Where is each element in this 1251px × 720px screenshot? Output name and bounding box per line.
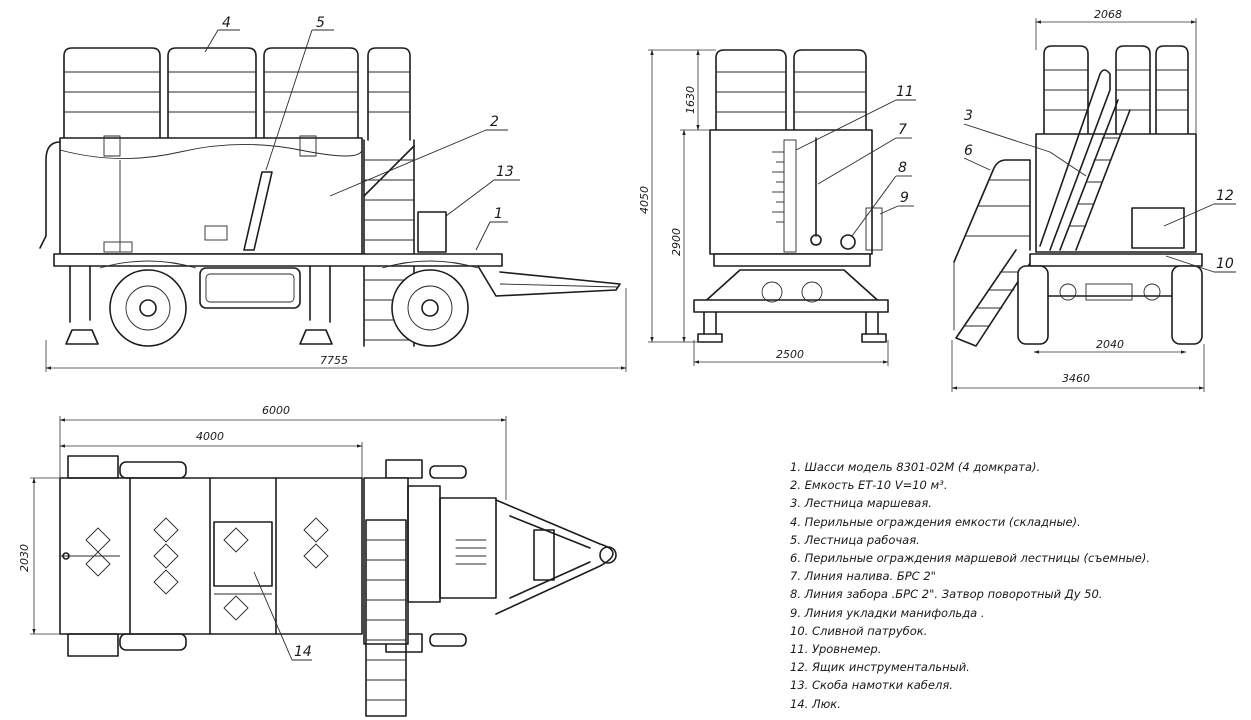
dim-plan-length: 6000 [262, 404, 290, 417]
legend-item: 11. Уровнемер. [790, 642, 882, 657]
legend-item: 9. Линия укладки манифольда . [790, 605, 985, 620]
side-view: 7755 [39, 47, 627, 372]
plan-ladder [363, 477, 497, 717]
rear-view: 2068 2040 3460 [951, 8, 1205, 392]
plan-drawbar [495, 499, 617, 615]
legend-item: 8. Линия забора .БРС 2". Затвор поворотн… [790, 587, 1103, 602]
dim-rear-top-width: 2068 [1094, 8, 1122, 21]
rear-railings [1043, 45, 1189, 135]
front-chassis [693, 253, 889, 343]
legend-item: 1. Шасси модель 8301-02М (4 домкрата). [790, 460, 1041, 474]
rear-callouts: 3 6 12 10 [963, 108, 1236, 273]
legend-item: 14. Люк. [790, 696, 841, 711]
dim-front-height-rail: 1630 [684, 86, 697, 114]
callout-5: 5 [316, 15, 325, 31]
hatch [213, 521, 273, 587]
dim-front-height-total: 4050 [638, 186, 651, 214]
chassis-frame [53, 253, 621, 345]
plan-view: 6000 4000 2030 14 [18, 404, 617, 717]
callout-1: 1 [494, 206, 503, 222]
tool-box [1131, 207, 1185, 249]
legend-item: 2. Емкость ЕТ-10 V=10 м³. [790, 478, 948, 493]
level-gauge [783, 139, 797, 253]
callout-11: 11 [896, 84, 914, 100]
legend-item: 3. Лестница маршевая. [790, 496, 932, 511]
tank-body [39, 135, 363, 255]
callout-8: 8 [898, 160, 907, 176]
march-stair [955, 69, 1131, 347]
dim-front-height-body: 2900 [670, 228, 683, 256]
callout-10: 10 [1216, 256, 1234, 272]
dim-rear-overall-width: 3460 [1062, 372, 1090, 385]
callout-9: 9 [900, 190, 909, 206]
legend-item: 4. Перильные ограждения емкости (складны… [790, 514, 1081, 529]
front-view: 2500 4050 2900 1630 [638, 49, 889, 366]
legend-item: 6. Перильные ограждения маршевой лестниц… [790, 551, 1151, 566]
dim-plan-tank-length: 4000 [196, 430, 224, 443]
callout-13: 13 [496, 164, 514, 180]
dim-front-width: 2500 [776, 348, 804, 361]
front-railings [715, 49, 867, 131]
callout-6: 6 [964, 143, 973, 159]
cable-bracket [417, 211, 447, 253]
rear-chassis [1017, 253, 1203, 345]
stair-railings [953, 159, 1031, 331]
callout-3: 3 [964, 108, 973, 124]
front-tank [709, 129, 873, 255]
callout-2: 2 [490, 114, 499, 130]
side-callouts: 4 5 2 13 1 [204, 15, 520, 251]
wheel-rear [391, 269, 469, 347]
dim-rear-track: 2040 [1096, 338, 1124, 351]
legend-item: 5. Лестница рабочая. [790, 532, 920, 547]
legend-item: 10. Сливной патрубок. [790, 623, 928, 638]
front-callouts: 11 7 8 9 [795, 84, 916, 237]
dim-side-length: 7755 [320, 354, 348, 367]
legend-item: 12. Ящик инструментальный. [790, 660, 970, 675]
tank-railings [63, 47, 411, 141]
callout-14: 14 [294, 644, 312, 660]
parts-legend: 1. Шасси модель 8301-02М (4 домкрата). 2… [790, 458, 1245, 713]
legend-item: 13. Скоба намотки кабеля. [790, 678, 953, 693]
callout-12: 12 [1216, 188, 1234, 204]
dim-plan-width: 2030 [18, 544, 31, 572]
callout-4: 4 [222, 15, 231, 31]
callout-7: 7 [898, 122, 907, 138]
wheel-front [109, 269, 187, 347]
legend-item: 7. Линия налива. БРС 2" [790, 569, 936, 584]
